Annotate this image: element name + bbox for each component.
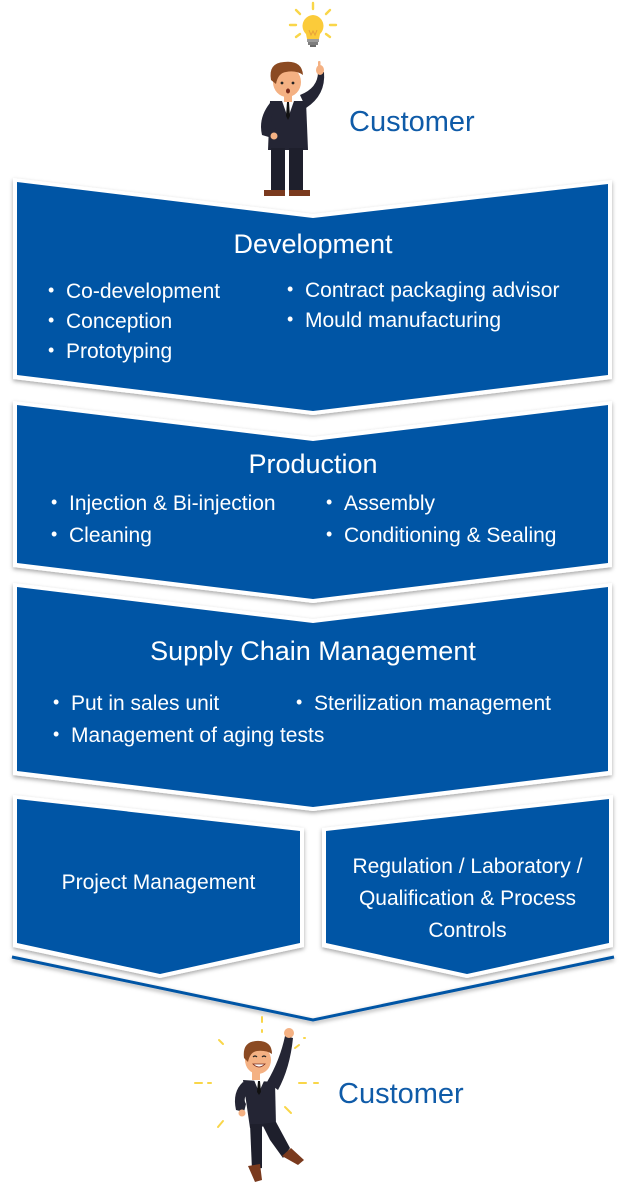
supply-chain-title: Supply Chain Management: [150, 636, 476, 666]
development-title: Development: [233, 229, 393, 259]
supply-chain-item: Put in sales unit: [53, 692, 219, 716]
project-management-label: Project Management: [61, 871, 256, 894]
development-item: Co-development: [48, 280, 220, 304]
production-item: Injection & Bi-injection: [51, 492, 276, 516]
development-item: Contract packaging advisor: [287, 279, 559, 303]
development-item: Conception: [48, 310, 172, 334]
celebrating-businessman-icon: [194, 1016, 319, 1182]
top-customer-label: Customer: [349, 106, 475, 138]
supply-chain-item: Sterilization management: [296, 692, 551, 716]
development-item: Prototyping: [48, 340, 172, 364]
thinking-businessman-icon: [261, 61, 325, 196]
bottom-customer-label: Customer: [338, 1078, 464, 1110]
regulation-label-line: Regulation / Laboratory /: [352, 855, 583, 878]
production-title: Production: [248, 449, 378, 479]
regulation-label-line: Qualification & Process: [358, 887, 577, 910]
base-v-line: [11, 955, 615, 1022]
development-item: Mould manufacturing: [287, 309, 501, 333]
regulation-label-line: Controls: [428, 919, 507, 942]
lightbulb-icon: [288, 1, 338, 47]
supply-chain-item: Management of aging tests: [53, 724, 324, 748]
production-item: Assembly: [326, 492, 435, 516]
production-item: Cleaning: [51, 524, 152, 548]
production-item: Conditioning & Sealing: [326, 524, 556, 548]
